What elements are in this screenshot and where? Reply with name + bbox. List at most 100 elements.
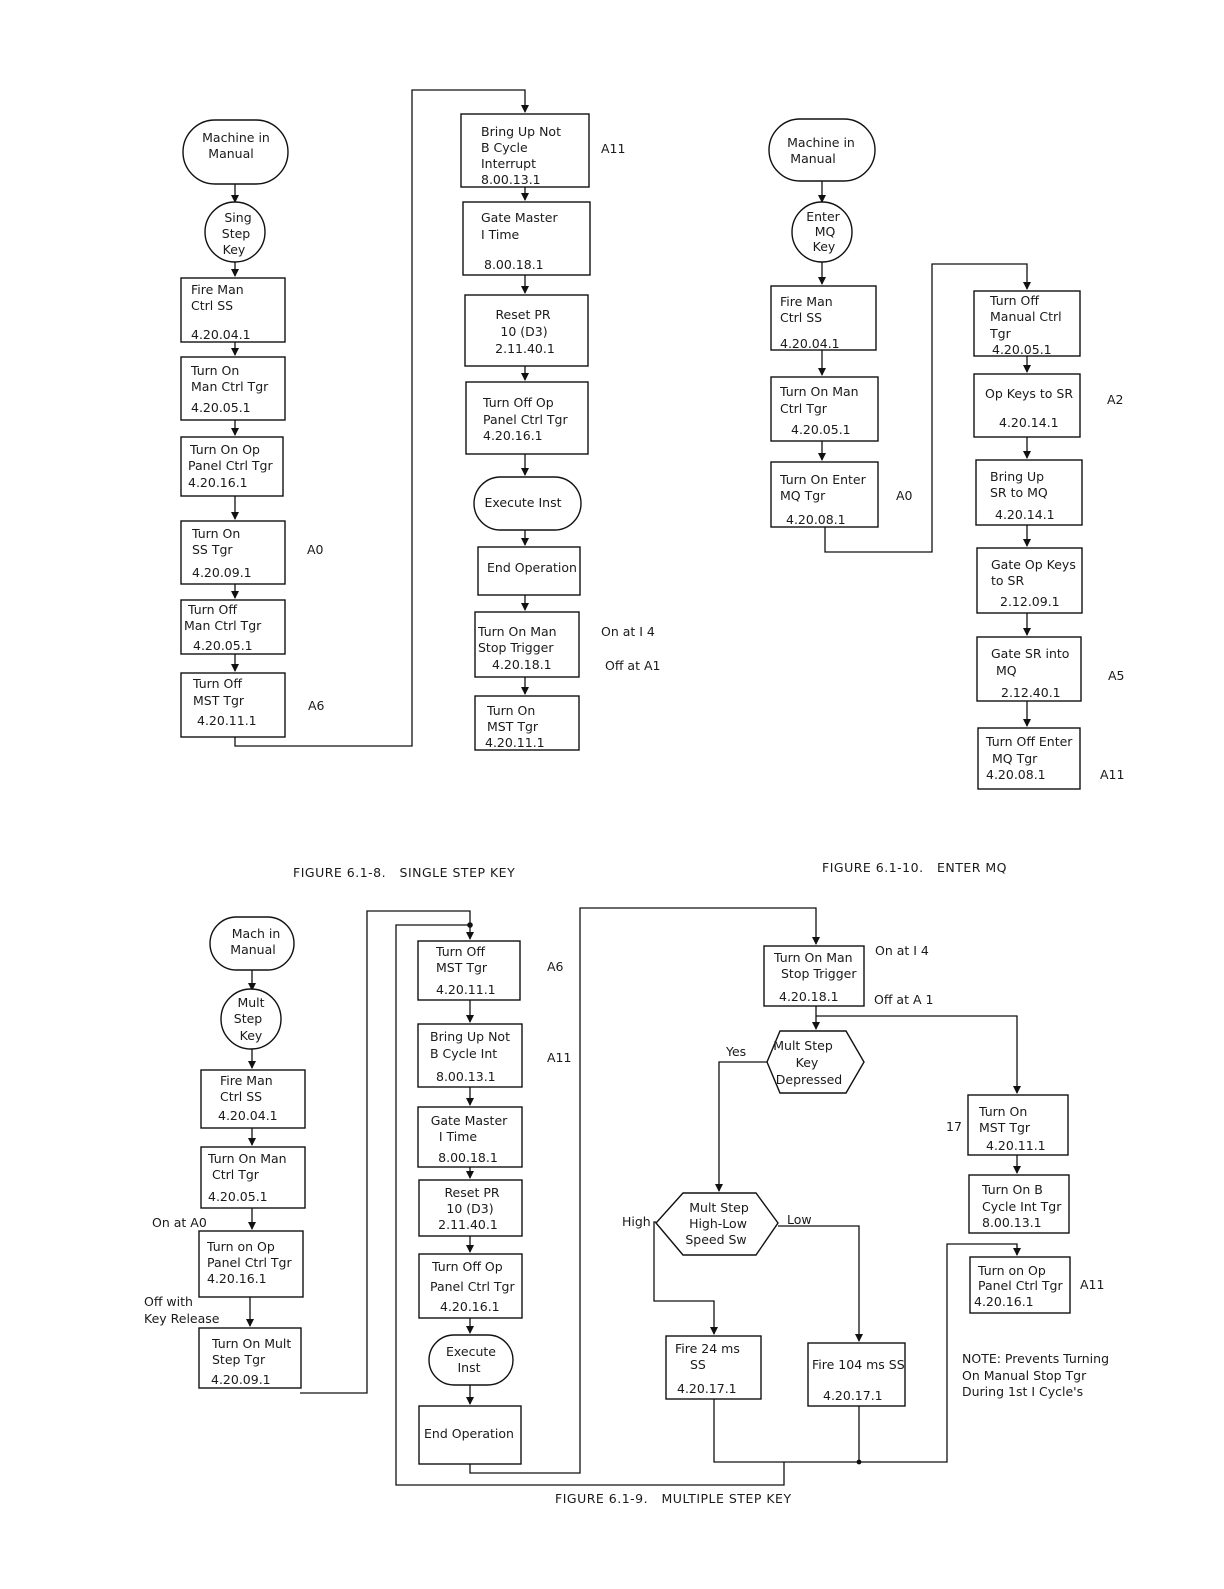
fig10-box-bring-up-sr-to-mq: Bring Up SR to MQ 4.20.14.1: [975, 459, 1083, 526]
fig9-label-off-l2: Key Release: [144, 1311, 220, 1326]
fig9-key-l3: Key: [240, 1028, 263, 1043]
fig8-terminal-execute-inst: Execute Inst: [473, 476, 582, 531]
fig8-b2-l1: Turn On: [190, 363, 239, 378]
fig9-c2-l2: B Cycle Int: [430, 1046, 497, 1061]
fig9-c6-l1: Execute: [446, 1344, 496, 1359]
fig10-key-l2: MQ: [815, 224, 836, 239]
fig8-caption: FIGURE 6.1-8. SINGLE STEP KEY: [293, 865, 515, 880]
fig9-e2-l2: Cycle Int Tgr: [982, 1199, 1062, 1214]
fig8-b3-l1: Turn On Op: [189, 442, 260, 457]
fig8-c1-l2: B Cycle: [481, 140, 528, 155]
fig9-c2-l1: Bring Up Not: [430, 1029, 510, 1044]
fig10-b2-l1: Turn On Man: [779, 384, 859, 399]
fig9-d3-l3: Speed Sw: [685, 1232, 746, 1247]
fig9-d5-l2: 4.20.17.1: [823, 1388, 883, 1403]
fig9-start-l2: Manual: [230, 942, 275, 957]
fig8-c6-l1: End Operation: [487, 560, 577, 575]
fig8-b3-l3: 4.20.16.1: [188, 475, 248, 490]
fig9-start-l1: Mach in: [232, 926, 281, 941]
fig8-label-off: Off at A1: [605, 658, 660, 673]
figure-6-1-8: Machine in Manual Sing Step Key Fire Man…: [180, 89, 660, 880]
fig9-key-l2: Step: [234, 1011, 263, 1026]
fig9-d3-l1: Mult Step: [689, 1200, 749, 1215]
fig9-caption: FIGURE 6.1-9. MULTIPLE STEP KEY: [555, 1491, 792, 1506]
fig9-b2-l1: Turn On Man: [207, 1151, 287, 1166]
fig9-d4-l2: SS: [690, 1357, 706, 1372]
fig9-b4-l1: Turn On Mult: [211, 1336, 291, 1351]
fig9-junction-dot: [467, 922, 473, 928]
fig10-b3-l3: 4.20.08.1: [786, 512, 846, 527]
fig9-start-terminal: Mach in Manual: [209, 916, 295, 971]
fig10-c6-l2: MQ Tgr: [992, 751, 1038, 766]
fig8-box-turn-on-ss-tgr: Turn On SS Tgr 4.20.09.1: [180, 520, 286, 585]
fig9-box-fire-man-ctrl-ss: Fire Man Ctrl SS 4.20.04.1: [200, 1069, 306, 1129]
fig8-c1-l1: Bring Up Not: [481, 124, 561, 139]
fig9-box-turn-on-op-panel-right: Turn on Op Panel Ctrl Tgr 4.20.16.1: [969, 1256, 1071, 1314]
fig9-b1-l1: Fire Man: [220, 1073, 273, 1088]
fig8-b6-l3: 4.20.11.1: [197, 713, 257, 728]
fig8-b5-l2: Man Ctrl Tgr: [184, 618, 262, 633]
fig10-caption: FIGURE 6.1-10. ENTER MQ: [822, 860, 1007, 875]
fig9-e1-l2: MST Tgr: [979, 1120, 1031, 1135]
fig9-c5-l2: Panel Ctrl Tgr: [430, 1279, 515, 1294]
fig9-e3-l1: Turn on Op: [977, 1263, 1046, 1278]
fig8-box-turn-on-man-stop: Turn On Man Stop Trigger 4.20.18.1: [474, 611, 580, 678]
fig8-c5-l1: Execute Inst: [485, 495, 562, 510]
fig10-c4-l3: 2.12.09.1: [1000, 594, 1060, 609]
fig9-label-low: Low: [787, 1212, 812, 1227]
fig9-label-off: Off at A 1: [874, 992, 933, 1007]
fig8-b4-l3: 4.20.09.1: [192, 565, 252, 580]
fig10-b3-l1: Turn On Enter: [779, 472, 867, 487]
fig9-label-a11: A11: [547, 1050, 571, 1065]
fig10-c3-l1: Bring Up: [990, 469, 1044, 484]
fig9-c6-l2: Inst: [457, 1360, 480, 1375]
fig9-e2-l3: 8.00.13.1: [982, 1215, 1042, 1230]
fig9-label-a11-right: A11: [1080, 1277, 1104, 1292]
fig8-b4-l2: SS Tgr: [192, 542, 233, 557]
fig8-c8-l3: 4.20.11.1: [485, 735, 545, 750]
fig9-b3-l1: Turn on Op: [206, 1239, 275, 1254]
fig8-c1-l3: Interrupt: [481, 156, 536, 171]
fig8-box-end-operation: End Operation: [477, 546, 581, 596]
fig9-label-a6: A6: [547, 959, 564, 974]
fig8-c2-l3: 8.00.18.1: [484, 257, 544, 272]
fig8-c3-l1: Reset PR: [495, 307, 550, 322]
fig8-b6-l1: Turn Off: [192, 676, 242, 691]
fig10-c3-l3: 4.20.14.1: [995, 507, 1055, 522]
fig10-c2-l2: 4.20.14.1: [999, 415, 1059, 430]
fig10-label-a2: A2: [1107, 392, 1124, 407]
fig8-b2-l2: Man Ctrl Tgr: [191, 379, 269, 394]
fig8-c8-l2: MST Tgr: [487, 719, 539, 734]
fig8-key-l3: Key: [223, 242, 246, 257]
fig9-box-turn-on-man-ctrl: Turn On Man Ctrl Tgr 4.20.05.1: [200, 1146, 306, 1209]
fig8-c8-l1: Turn On: [486, 703, 535, 718]
fig9-c4-l1: Reset PR: [444, 1185, 499, 1200]
fig8-box-gate-master-i-time: Gate Master I Time 8.00.18.1: [462, 201, 591, 276]
fig9-box-turn-off-op-panel: Turn Off Op Panel Ctrl Tgr 4.20.16.1: [418, 1253, 523, 1319]
fig8-label-a0: A0: [307, 542, 324, 557]
fig9-label-yes: Yes: [725, 1044, 746, 1059]
fig8-b2-l3: 4.20.05.1: [191, 400, 251, 415]
fig8-key-l2: Step: [222, 226, 251, 241]
fig9-c4-l2: 10 (D3): [446, 1201, 493, 1216]
fig9-box-reset-pr: Reset PR 10 (D3) 2.11.40.1: [418, 1179, 523, 1237]
fig8-b1-l1: Fire Man: [191, 282, 244, 297]
fig9-decision-high-low-speed: Mult Step High-Low Speed Sw: [655, 1192, 779, 1256]
fig9-box-turn-off-mst: Turn Off MST Tgr 4.20.11.1: [417, 940, 521, 1001]
fig10-box-op-keys-to-sr: Op Keys to SR 4.20.14.1: [973, 373, 1081, 438]
fig8-start-l1: Machine in: [202, 130, 270, 145]
fig9-connectors: [246, 907, 1021, 1486]
fig10-label-a5: A5: [1108, 668, 1125, 683]
fig9-c2-l3: 8.00.13.1: [436, 1069, 496, 1084]
fig9-c1-l1: Turn Off: [435, 944, 485, 959]
fig10-c1-l1: Turn Off: [989, 293, 1039, 308]
fig8-box-turn-off-mst-tgr: Turn Off MST Tgr 4.20.11.1: [180, 672, 286, 738]
fig10-c4-l1: Gate Op Keys: [991, 557, 1076, 572]
fig8-c3-l2: 10 (D3): [500, 324, 547, 339]
fig10-b2-l3: 4.20.05.1: [791, 422, 851, 437]
fig9-d4-l1: Fire 24 ms: [675, 1341, 740, 1356]
fig8-c4-l2: Panel Ctrl Tgr: [483, 412, 568, 427]
fig10-box-turn-on-enter-mq: Turn On Enter MQ Tgr 4.20.08.1: [770, 461, 879, 528]
fig9-d1-l1: Turn On Man: [773, 950, 853, 965]
